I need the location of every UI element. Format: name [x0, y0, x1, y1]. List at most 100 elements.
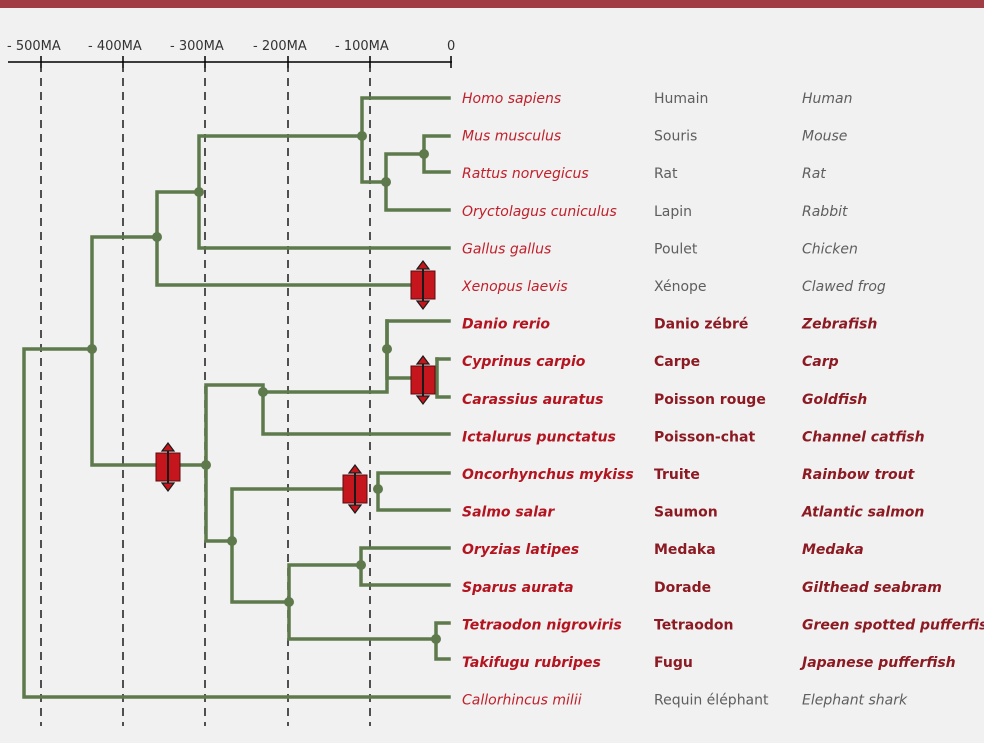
species-row: Ictalurus punctatus Poisson-chat Channel c… [462, 429, 925, 445]
branch-node [356, 560, 366, 570]
tree-branch [204, 383, 451, 467]
english-name: Chicken [802, 241, 858, 257]
tree-branch [287, 600, 451, 641]
french-name: Souris [654, 129, 697, 145]
scientific-name: Callorhincus milii [462, 693, 582, 709]
english-name: Human [802, 91, 853, 107]
english-name: Zebrafish [801, 317, 877, 333]
french-name: Requin éléphant [654, 693, 769, 709]
english-name: Green spotted pufferfish [802, 617, 984, 633]
scientific-name: Takifugu rubripes [462, 655, 601, 671]
french-name: Poulet [654, 241, 698, 257]
scientific-name: Gallus gallus [462, 241, 551, 257]
species-row: Danio rerio Danio zébré Zebrafish [462, 317, 877, 333]
english-name: Rabbit [802, 204, 848, 220]
species-row: Cyprinus carpio Carpe Carp [462, 354, 839, 370]
scientific-name: Cyprinus carpio [462, 354, 586, 370]
scientific-name: Xenopus laevis [461, 279, 568, 295]
english-name: Clawed frog [802, 279, 886, 295]
branch-node [201, 460, 211, 470]
axis-tick-label: - 100MA [335, 39, 389, 54]
scientific-name: Tetraodon nigroviris [462, 617, 622, 633]
tree-nodes [87, 131, 441, 644]
scientific-name: Danio rerio [462, 317, 550, 333]
scientific-name: Oryctolagus cuniculus [462, 204, 617, 220]
species-row: Gallus gallus Poulet Chicken [462, 241, 858, 257]
branch-node [373, 484, 383, 494]
species-row: Oryctolagus cuniculus Lapin Rabbit [462, 204, 848, 220]
tree-branch [230, 539, 451, 604]
english-name: Medaka [802, 542, 864, 558]
species-row: Tetraodon nigroviris Tetraodon Green spott… [462, 617, 984, 633]
species-row: Oncorhynchus mykiss Truite Rainbow trout [462, 467, 916, 483]
english-name: Japanese pufferfish [799, 655, 956, 671]
species-row: Takifugu rubripes Fugu Japanese pufferfish [462, 655, 956, 671]
english-name: Channel catfish [802, 429, 925, 445]
scientific-name: Ictalurus punctatus [462, 429, 616, 445]
english-name: Elephant shark [802, 693, 908, 709]
axis-tick-label: - 500MA [7, 39, 61, 54]
scientific-name: Mus musculus [462, 129, 561, 145]
english-name: Goldfish [802, 392, 867, 408]
branch-node [284, 597, 294, 607]
french-name: Danio zébré [654, 317, 748, 333]
genome-duplication-icon [410, 355, 436, 405]
tree-branch [22, 347, 451, 699]
species-row: Xenopus laevis Xénope Clawed frog [461, 279, 886, 295]
branch-node [258, 387, 268, 397]
tree-branch [90, 235, 159, 351]
axis-tick-label: - 400MA [88, 39, 142, 54]
accent-bar [0, 0, 984, 8]
english-name: Atlantic salmon [801, 505, 924, 521]
french-name: Poisson-chat [654, 429, 755, 445]
duplication-markers [155, 260, 436, 514]
axis-tick-label: - 300MA [170, 39, 224, 54]
french-name: Dorade [654, 580, 711, 596]
scientific-name: Carassius auratus [462, 392, 603, 408]
french-name: Xénope [654, 279, 707, 295]
french-name: Truite [654, 467, 700, 483]
axis-tick-label: - 200MA [253, 39, 307, 54]
french-name: Saumon [654, 505, 718, 521]
branch-node [152, 232, 162, 242]
english-name: Carp [802, 354, 839, 370]
french-name: Humain [654, 91, 708, 107]
branch-node [357, 131, 367, 141]
tree-branch [384, 134, 451, 184]
tree-branch [376, 471, 451, 491]
species-row: Carassius auratus Poisson rouge Goldfish [462, 392, 867, 408]
french-name: Tetraodon [654, 617, 733, 633]
scientific-name: Oncorhynchus mykiss [462, 467, 634, 483]
branch-node [194, 187, 204, 197]
genome-duplication-icon [342, 464, 368, 514]
french-name: Medaka [654, 542, 716, 558]
tree-branch [90, 347, 170, 467]
branch-node [227, 536, 237, 546]
english-name: Rat [802, 166, 826, 182]
tree-branch [434, 637, 451, 661]
english-name: Gilthead seabram [802, 580, 942, 596]
tree-branch [359, 563, 451, 587]
scientific-name: Sparus aurata [462, 580, 574, 596]
tree-branch [155, 190, 417, 287]
species-row: Rattus norvegicus Rat Rat [462, 166, 826, 182]
french-name: Carpe [654, 354, 700, 370]
scientific-name: Rattus norvegicus [462, 166, 589, 182]
french-name: Lapin [654, 204, 692, 220]
branch-node [381, 177, 391, 187]
scientific-name: Homo sapiens [462, 91, 561, 107]
tree-branch [204, 463, 354, 543]
species-row: Sparus aurata Dorade Gilthead seabram [462, 580, 942, 596]
branch-node [419, 149, 429, 159]
tree-branches [22, 96, 451, 699]
french-name: Rat [654, 166, 678, 182]
french-name: Fugu [654, 655, 693, 671]
english-name: Rainbow trout [802, 467, 916, 483]
tree-branch [422, 152, 451, 174]
french-name: Poisson rouge [654, 392, 766, 408]
